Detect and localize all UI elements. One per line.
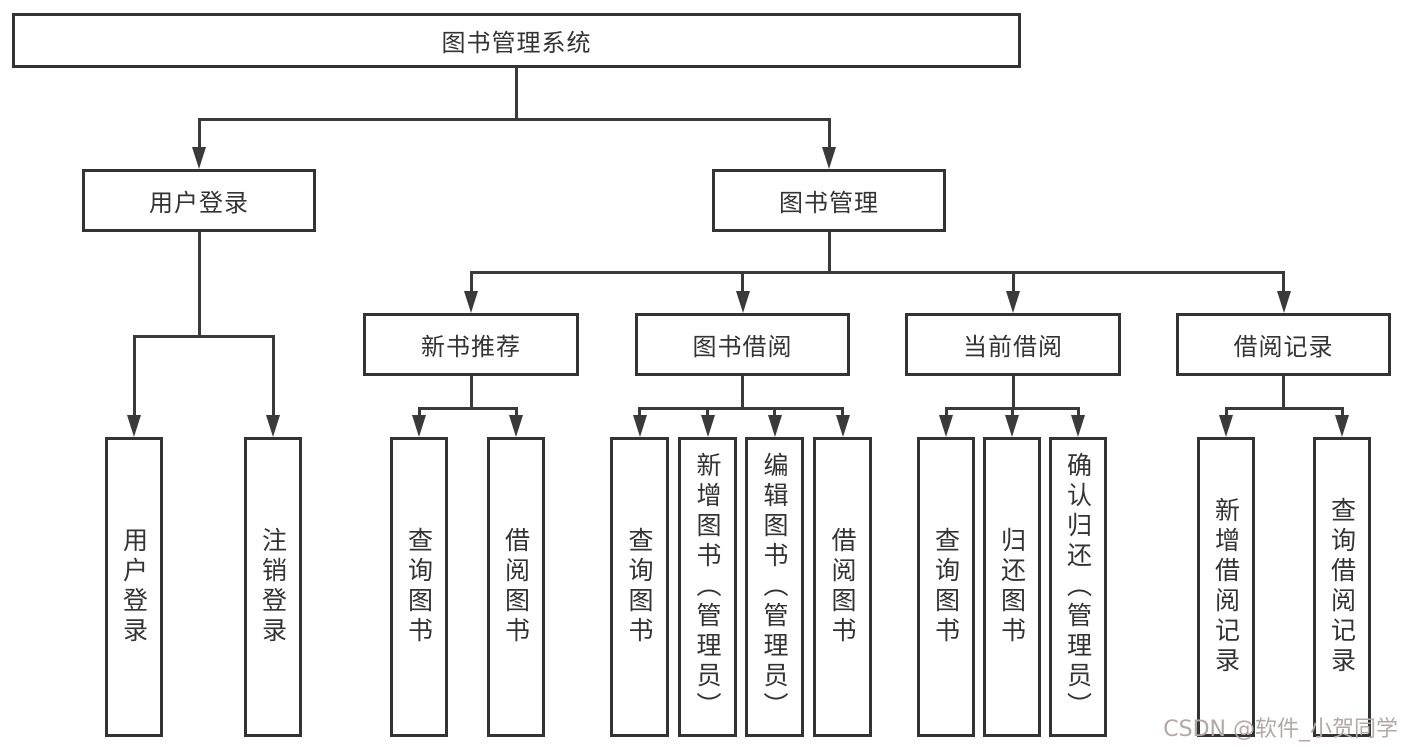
leaf-edit-book-admin-label: 编辑图书（管理员） bbox=[760, 452, 789, 722]
connector-line bbox=[515, 68, 518, 121]
node-root: 图书管理系统 bbox=[12, 13, 1021, 68]
leaf-borrow-query-book: 查询图书 bbox=[610, 437, 669, 737]
connector-line bbox=[1224, 407, 1344, 410]
connector-line bbox=[514, 407, 518, 417]
connector-line bbox=[1010, 407, 1014, 417]
watermark: CSDN @软件_小贺同学 bbox=[1163, 717, 1398, 742]
leaf-query-borrow-record: 查询借阅记录 bbox=[1313, 437, 1371, 737]
leaf-user-login-label: 用户登录 bbox=[119, 527, 149, 647]
node-user-login-label: 用户登录 bbox=[149, 189, 249, 217]
leaf-logout: 注销登录 bbox=[244, 437, 302, 737]
node-book-borrow-label: 图书借阅 bbox=[692, 333, 793, 361]
connector-line bbox=[706, 407, 709, 417]
connector-line bbox=[1011, 376, 1015, 410]
node-borrow-records-label: 借阅记录 bbox=[1233, 333, 1334, 361]
leaf-return-book: 归还图书 bbox=[983, 437, 1041, 737]
node-borrow-records: 借阅记录 bbox=[1176, 313, 1391, 376]
connector-line bbox=[773, 407, 776, 417]
arrowhead-icon bbox=[266, 415, 280, 437]
arrowhead-icon bbox=[1335, 415, 1349, 437]
leaf-rec-query-book-label: 查询图书 bbox=[404, 527, 434, 647]
connector-line bbox=[741, 376, 744, 410]
arrowhead-icon bbox=[1276, 291, 1291, 313]
connector-line bbox=[638, 407, 844, 410]
leaf-current-query-book: 查询图书 bbox=[917, 437, 975, 737]
arrowhead-icon bbox=[632, 415, 647, 437]
connector-line bbox=[1282, 376, 1285, 410]
connector-line bbox=[197, 118, 831, 121]
connector-line bbox=[417, 407, 518, 410]
leaf-user-login: 用户登录 bbox=[105, 437, 163, 737]
arrowhead-icon bbox=[939, 415, 953, 437]
leaf-logout-label: 注销登录 bbox=[258, 527, 288, 647]
connector-line bbox=[741, 271, 744, 293]
connector-line bbox=[944, 407, 948, 417]
leaf-edit-book-admin: 编辑图书（管理员） bbox=[745, 437, 804, 737]
connector-line bbox=[197, 118, 201, 149]
leaf-query-borrow-record-label: 查询借阅记录 bbox=[1327, 497, 1357, 677]
node-root-label: 图书管理系统 bbox=[441, 29, 592, 57]
connector-line bbox=[197, 232, 201, 338]
connector-line bbox=[1282, 271, 1285, 293]
leaf-add-borrow-record: 新增借阅记录 bbox=[1197, 437, 1255, 737]
node-current-borrow-label: 当前借阅 bbox=[963, 333, 1063, 361]
leaf-borrow-book: 借阅图书 bbox=[813, 437, 872, 737]
node-book-borrow: 图书借阅 bbox=[635, 313, 850, 376]
connector-line bbox=[827, 118, 831, 149]
leaf-borrow-book-label: 借阅图书 bbox=[828, 527, 857, 647]
leaf-rec-borrow-book: 借阅图书 bbox=[487, 437, 545, 737]
connector-line bbox=[1224, 407, 1228, 417]
arrowhead-icon bbox=[1071, 415, 1085, 437]
arrowhead-icon bbox=[192, 147, 206, 169]
arrowhead-icon bbox=[1005, 415, 1019, 437]
arrowhead-icon bbox=[735, 291, 750, 313]
node-user-login: 用户登录 bbox=[82, 169, 316, 232]
leaf-add-book-admin-label: 新增图书（管理员） bbox=[693, 452, 722, 722]
arrowhead-icon bbox=[1006, 291, 1020, 313]
arrowhead-icon bbox=[509, 415, 523, 437]
arrowhead-icon bbox=[412, 415, 426, 437]
connector-line bbox=[1011, 271, 1015, 293]
node-book-management: 图书管理 bbox=[712, 169, 946, 232]
leaf-return-book-label: 归还图书 bbox=[997, 527, 1027, 647]
leaf-confirm-return-admin: 确认归还（管理员） bbox=[1049, 437, 1107, 737]
leaf-borrow-query-book-label: 查询图书 bbox=[625, 527, 654, 647]
arrowhead-icon bbox=[822, 147, 836, 169]
leaf-confirm-return-admin-label: 确认归还（管理员） bbox=[1063, 452, 1093, 722]
connector-line bbox=[469, 271, 1285, 274]
arrowhead-icon bbox=[127, 415, 141, 437]
arrowhead-icon bbox=[767, 415, 782, 437]
arrowhead-icon bbox=[700, 415, 715, 437]
arrowhead-icon bbox=[835, 415, 850, 437]
connector-line bbox=[469, 271, 473, 293]
connector-line bbox=[638, 407, 641, 417]
node-current-borrow: 当前借阅 bbox=[905, 313, 1121, 376]
leaf-rec-borrow-book-label: 借阅图书 bbox=[501, 527, 531, 647]
leaf-add-borrow-record-label: 新增借阅记录 bbox=[1211, 497, 1241, 677]
connector-line bbox=[841, 407, 844, 417]
connector-line bbox=[132, 335, 136, 417]
connector-line bbox=[469, 376, 473, 410]
connector-line bbox=[827, 232, 831, 274]
node-book-management-label: 图书管理 bbox=[779, 189, 879, 217]
leaf-add-book-admin: 新增图书（管理员） bbox=[678, 437, 737, 737]
node-new-book-recommend: 新书推荐 bbox=[363, 313, 579, 376]
leaf-rec-query-book: 查询图书 bbox=[390, 437, 448, 737]
connector-line bbox=[417, 407, 421, 417]
arrowhead-icon bbox=[1219, 415, 1233, 437]
connector-line bbox=[1076, 407, 1080, 417]
connector-line bbox=[1340, 407, 1344, 417]
connector-line bbox=[271, 335, 275, 417]
connector-line bbox=[132, 335, 275, 338]
node-new-book-recommend-label: 新书推荐 bbox=[421, 333, 521, 361]
leaf-current-query-book-label: 查询图书 bbox=[931, 527, 961, 647]
arrowhead-icon bbox=[464, 291, 478, 313]
